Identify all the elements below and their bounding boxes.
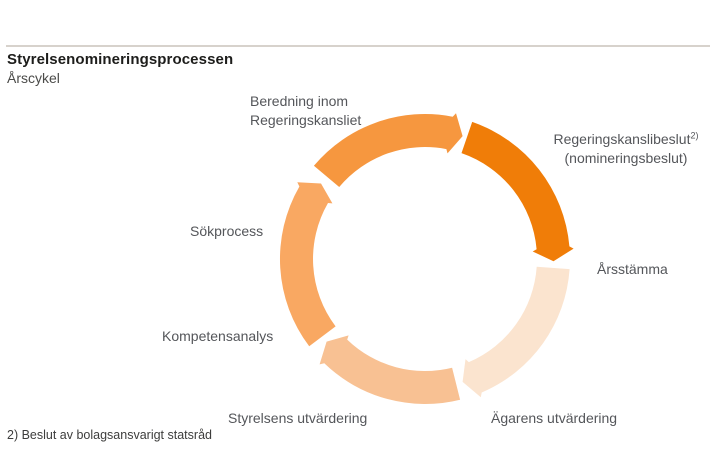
cycle-segment-arsstamma (462, 266, 570, 398)
header-divider (6, 45, 710, 47)
footnote: 2) Beslut av bolagsansvarigt statsråd (7, 428, 212, 442)
diagram-label-arsstamma: Årsstämma (597, 261, 668, 277)
footnote-reference: 2) (690, 130, 699, 141)
diagram-label-styrelsens-utvardering: Styrelsens utvärdering (228, 410, 368, 426)
diagram-label-regeringskanslibeslut: Regeringskanslibeslut2)(nomineringsbeslu… (553, 130, 699, 166)
cycle-segment-sokprocess (279, 182, 336, 347)
cycle-segment-beredning (313, 113, 463, 187)
cycle-segment-utvardering (319, 335, 461, 405)
diagram-label-sokprocess: Sökprocess (190, 223, 264, 239)
cycle-segment-beslut (461, 121, 574, 262)
diagram-label-agarens-utvardering: Ägarens utvärdering (491, 410, 618, 426)
diagram-label-kompetensanalys: Kompetensanalys (162, 328, 274, 344)
page-title: Styrelsenomineringsprocessen (7, 51, 234, 68)
page-subtitle: Årscykel (7, 70, 60, 86)
